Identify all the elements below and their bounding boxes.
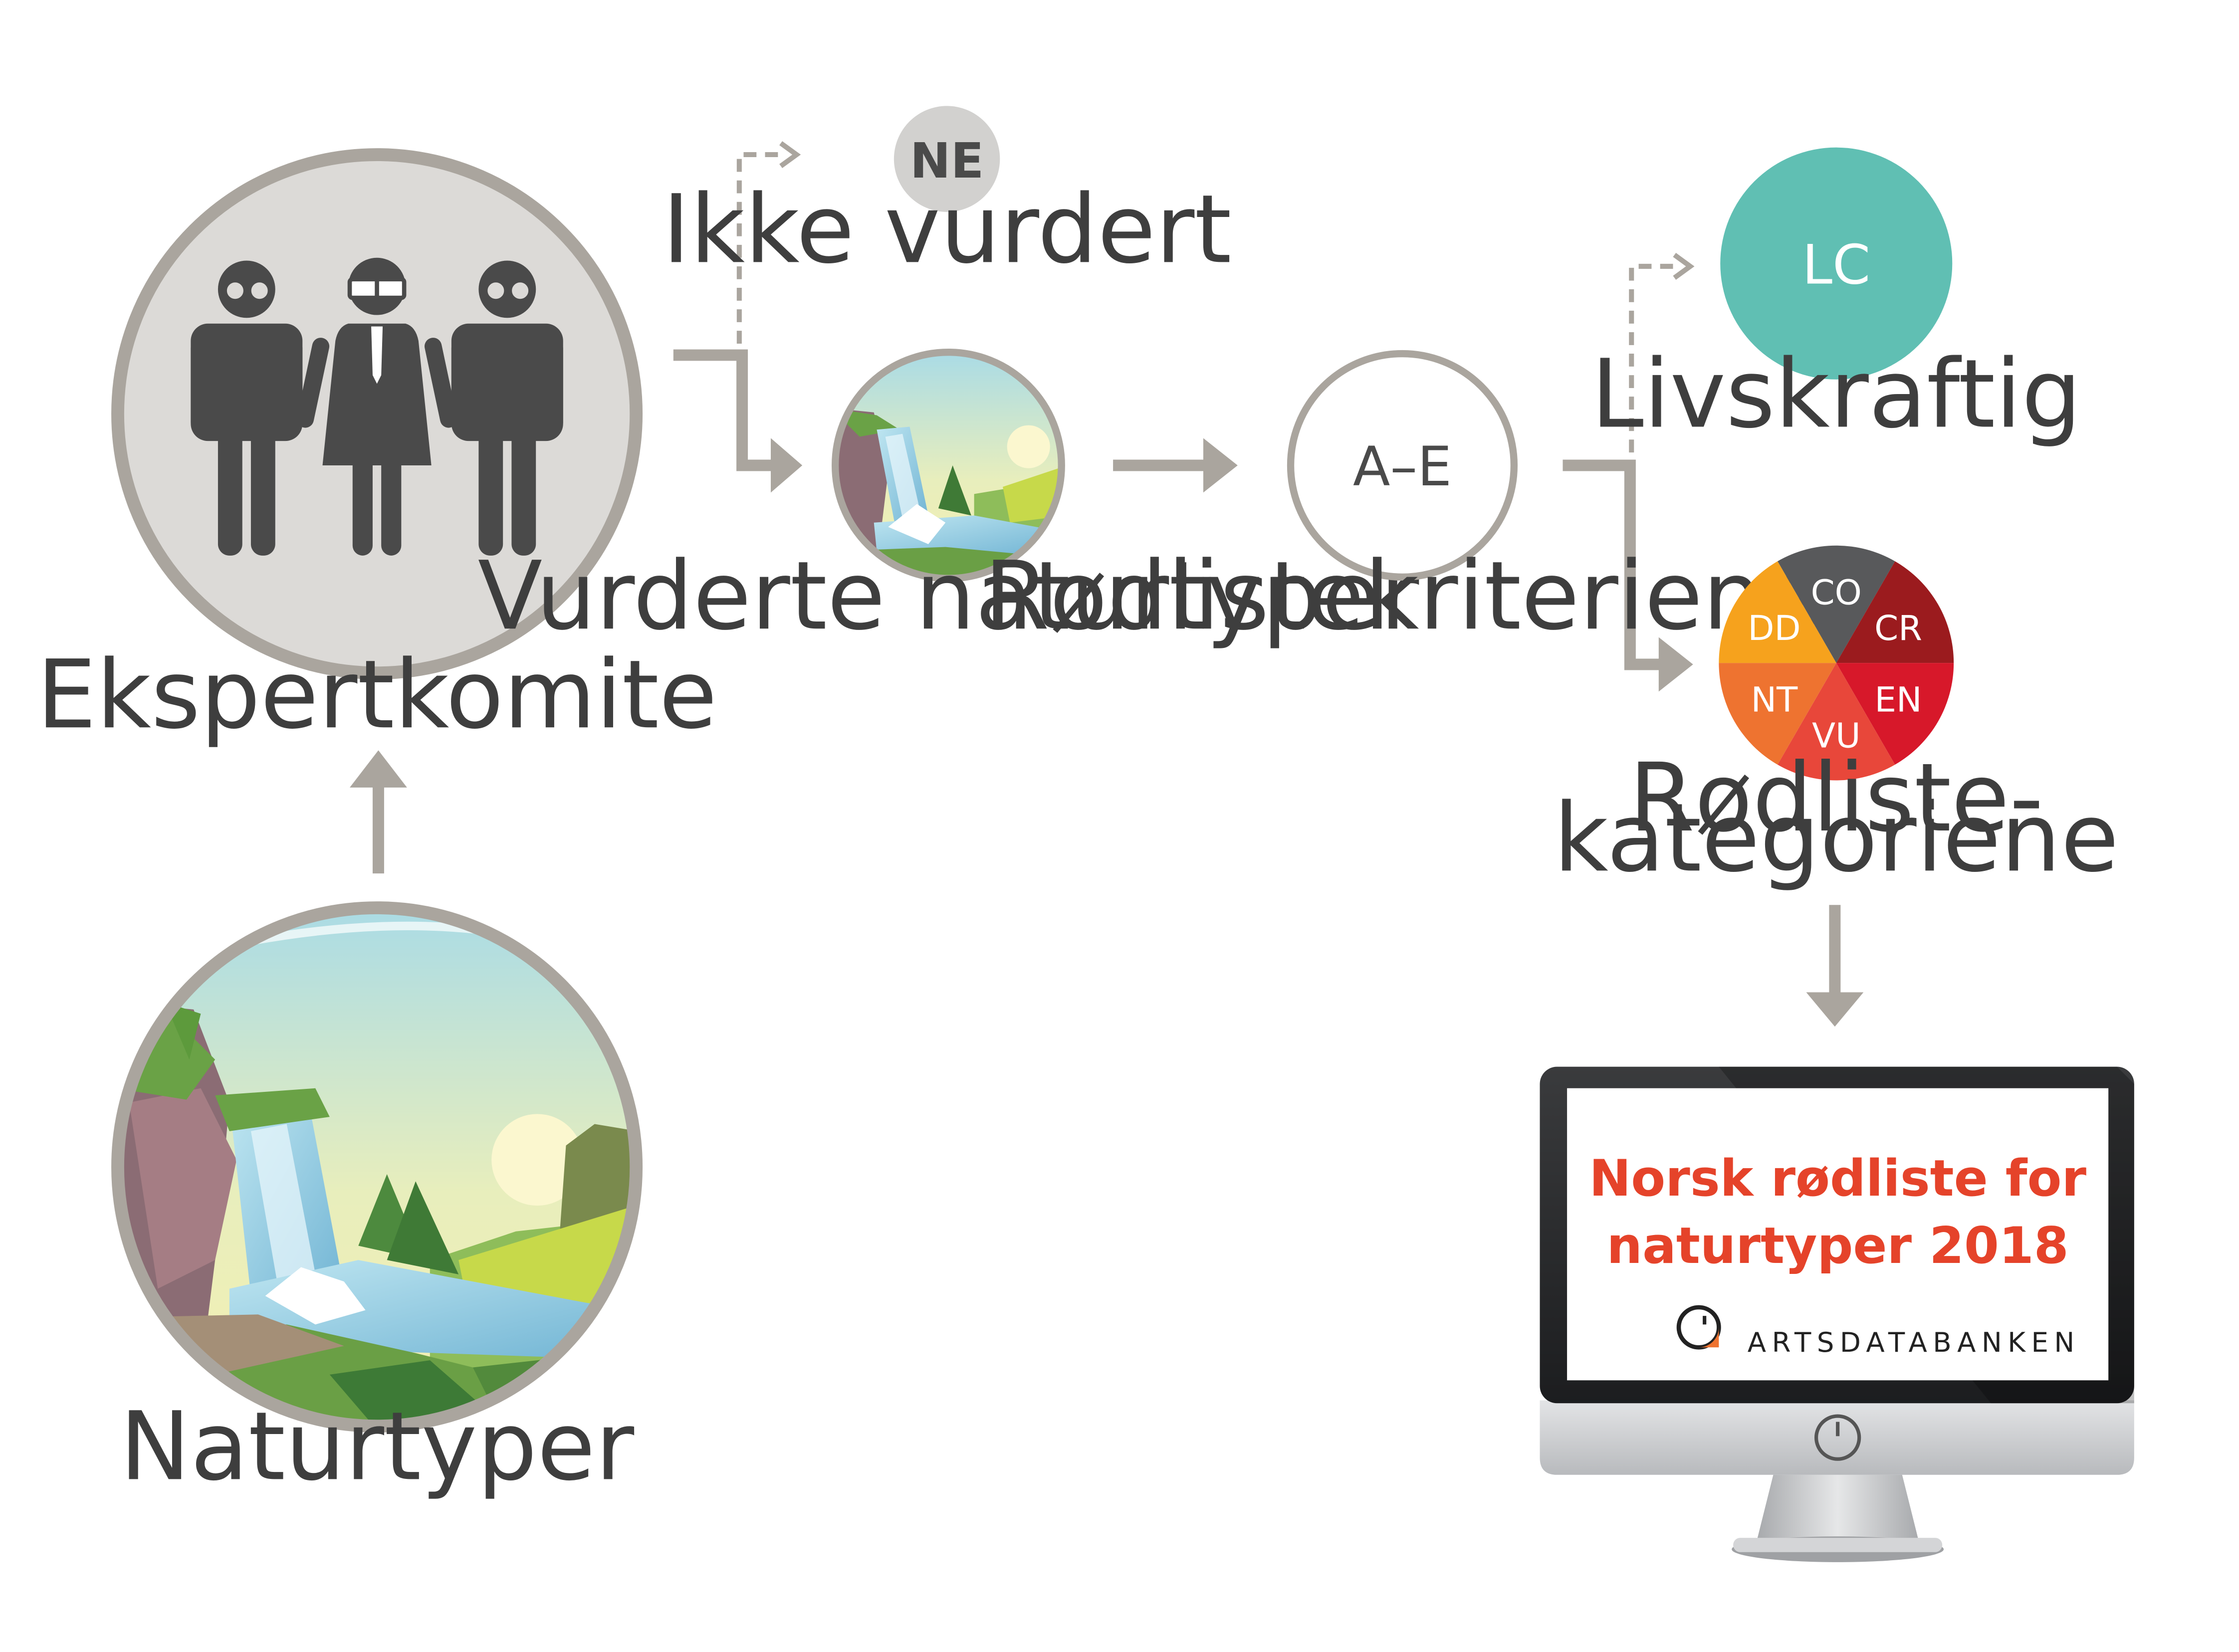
pie-slice-cr bbox=[1836, 561, 1954, 663]
nature-circle bbox=[111, 901, 643, 1433]
dashed-head-ne bbox=[779, 141, 801, 169]
arrow-heads bbox=[350, 438, 1864, 1027]
assessed-label: Vurderte naturtyper bbox=[478, 541, 1419, 651]
ne-node: NE Ikke vurdert bbox=[663, 106, 1232, 284]
assessed-node: Vurderte naturtyper bbox=[478, 349, 1419, 651]
nature-label: Naturtyper bbox=[120, 1391, 634, 1501]
monitor-title-line1: Norsk rødliste for bbox=[1589, 1149, 2086, 1208]
man-right-icon bbox=[451, 260, 563, 556]
waterfall-landscape-icon bbox=[122, 912, 632, 1422]
categories-label-line1: Rødliste- bbox=[1629, 743, 2043, 853]
monitor-screen bbox=[1567, 1088, 2109, 1381]
lc-label: Livskraftig bbox=[1591, 339, 2081, 449]
dashed-arrow-to-ne bbox=[736, 152, 781, 344]
waterfall-landscape-small-icon bbox=[838, 355, 1059, 576]
computer-monitor-icon: Norsk rødliste for naturtyper 2018 ARTSD… bbox=[1540, 1066, 2134, 1562]
monitor-title-line2: naturtyper 2018 bbox=[1607, 1217, 2069, 1275]
pie-slice-dd bbox=[1719, 561, 1836, 663]
criteria-code: A–E bbox=[1353, 435, 1452, 498]
criteria-node: A–E Rødlistekriteriene bbox=[984, 350, 1821, 651]
criteria-circle bbox=[1287, 350, 1518, 581]
arrow-head-up bbox=[350, 750, 407, 788]
pie-slice-vu bbox=[1778, 663, 1895, 781]
monitor-stand bbox=[1756, 1474, 1920, 1544]
lc-node: LC Livskraftig bbox=[1591, 147, 2081, 449]
expert-label: Ekspertkomite bbox=[37, 639, 717, 750]
pie-slice-en bbox=[1836, 663, 1954, 765]
arrow-head-categories bbox=[1658, 637, 1693, 692]
people-icon bbox=[191, 257, 563, 556]
arrow-head-criteria bbox=[1203, 438, 1238, 493]
nature-node: Naturtyper bbox=[111, 901, 643, 1501]
arrows bbox=[372, 349, 1841, 996]
pie-slice-nt bbox=[1719, 663, 1836, 765]
categories-pie: CO CR EN VU NT DD bbox=[1719, 545, 1954, 781]
arrow-expert-to-assessed bbox=[673, 349, 774, 471]
ne-code: NE bbox=[910, 133, 984, 190]
woman-icon bbox=[296, 257, 457, 556]
categories-label-line2: kategoriene bbox=[1554, 783, 2119, 893]
pie-label-dd: DD bbox=[1748, 609, 1800, 648]
criteria-label: Rødlistekriteriene bbox=[984, 541, 1820, 651]
assessed-circle bbox=[831, 349, 1065, 582]
arrow-head-monitor bbox=[1806, 992, 1864, 1027]
lc-circle bbox=[1720, 147, 1953, 380]
arrow-criteria-to-categories bbox=[1563, 459, 1662, 670]
artsdatabanken-logo-icon bbox=[1676, 1305, 1721, 1350]
ne-label: Ikke vurdert bbox=[663, 174, 1232, 284]
monitor-brand: ARTSDATABANKEN bbox=[1748, 1326, 2080, 1358]
pie-label-vu: VU bbox=[1812, 716, 1861, 756]
lc-code: LC bbox=[1802, 233, 1870, 296]
categories-node: CO CR EN VU NT DD Rødliste- kategoriene bbox=[1554, 545, 2119, 893]
pie-label-en: EN bbox=[1875, 680, 1922, 720]
ne-circle bbox=[894, 106, 1000, 212]
pie-slice-co bbox=[1778, 545, 1895, 663]
man-left-icon bbox=[191, 260, 303, 556]
monitor-logo-icon bbox=[1814, 1414, 1861, 1461]
pie-label-co: CO bbox=[1811, 573, 1862, 613]
dashed-arrows bbox=[736, 152, 1673, 453]
dashed-arrow-heads bbox=[779, 141, 1695, 280]
arrow-head-assessed bbox=[770, 438, 803, 493]
dashed-head-lc bbox=[1673, 252, 1695, 280]
pie-label-cr: CR bbox=[1874, 609, 1922, 648]
pie-label-nt: NT bbox=[1751, 680, 1798, 720]
monitor-chin bbox=[1540, 1400, 2134, 1475]
expert-node: Ekspertkomite bbox=[37, 148, 717, 750]
